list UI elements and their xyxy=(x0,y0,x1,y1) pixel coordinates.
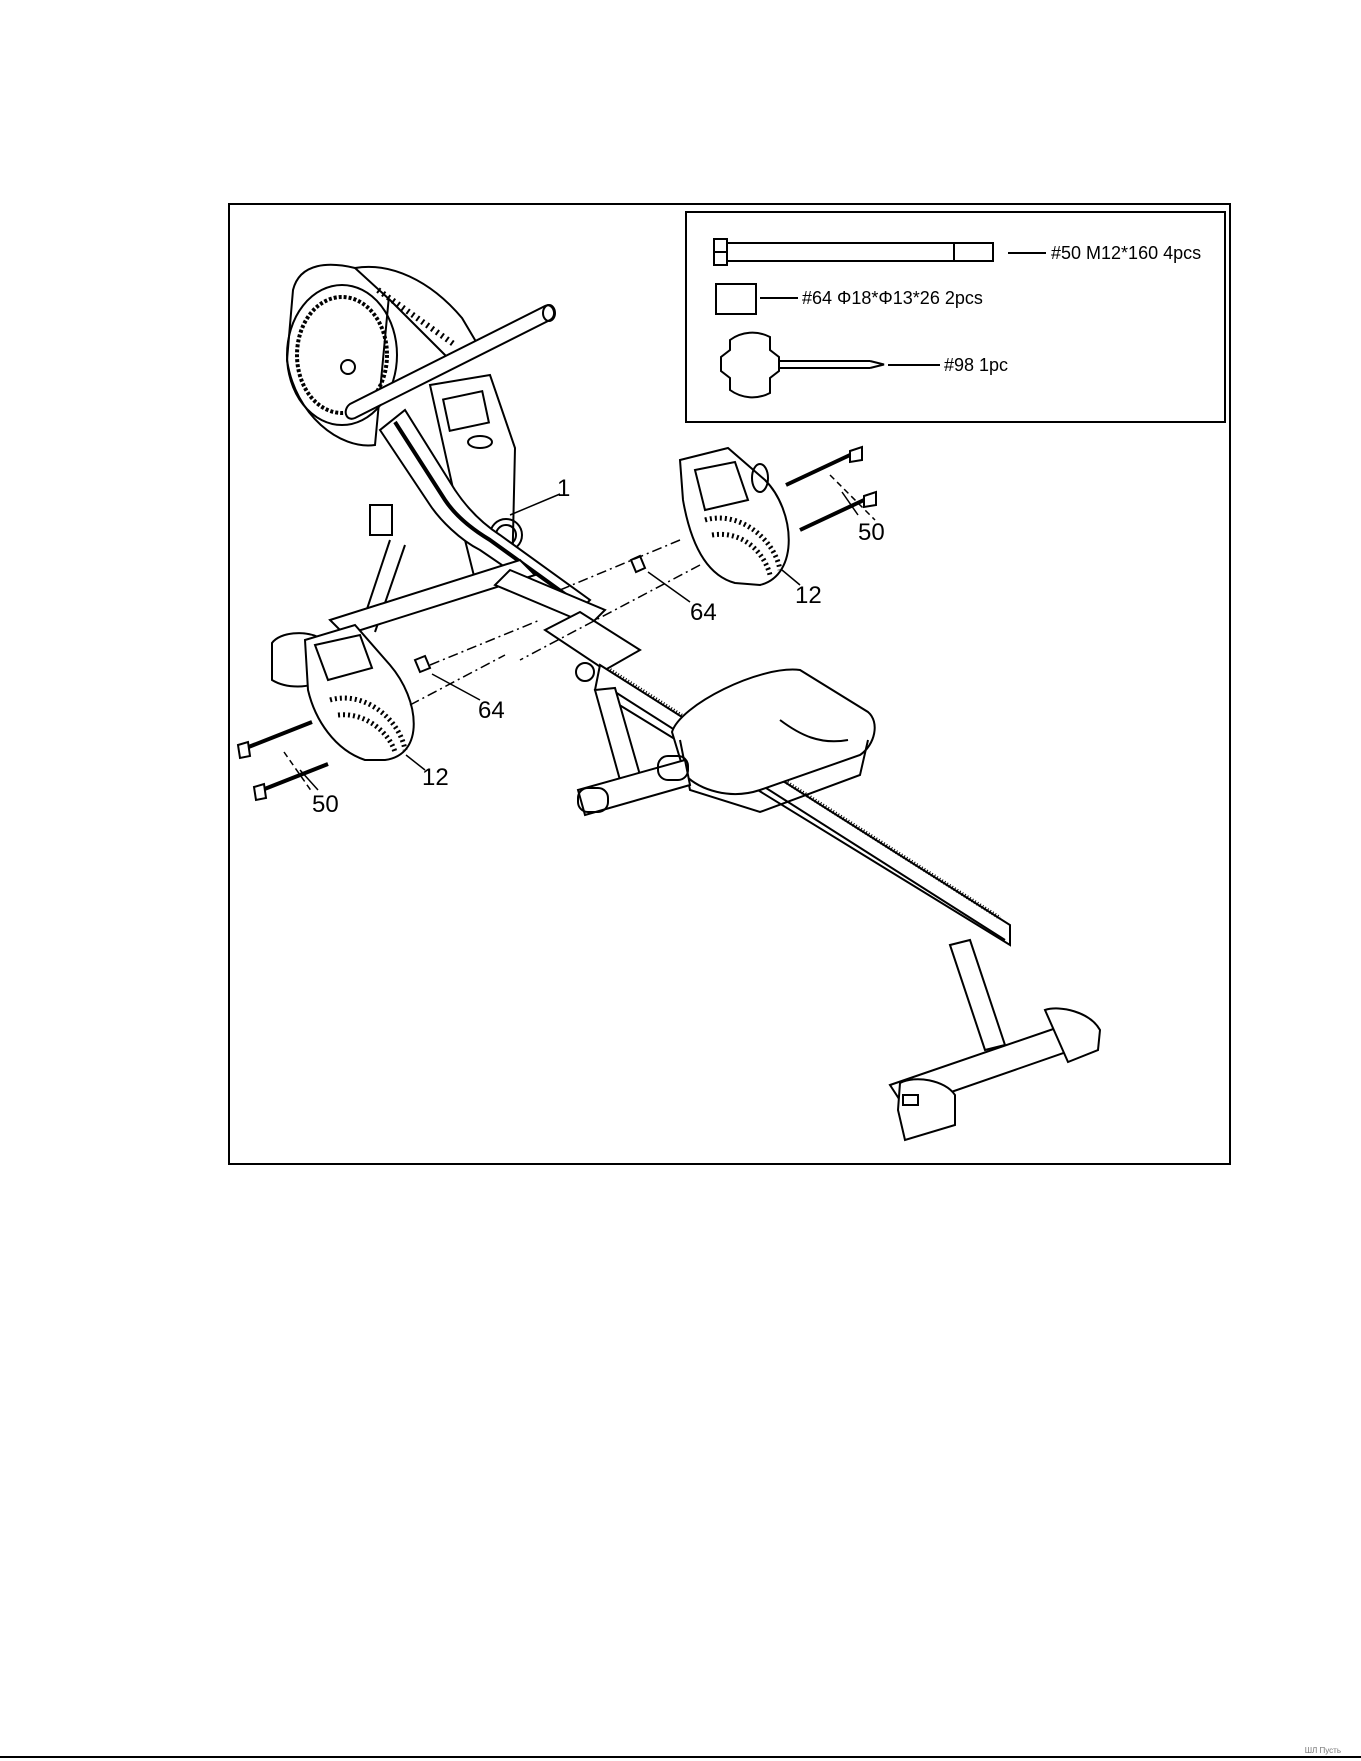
rear-stabilizer xyxy=(890,940,1100,1140)
callout-bolts-left: 50 xyxy=(312,791,339,818)
bolts-left xyxy=(238,722,328,800)
callout-bolts-right: 50 xyxy=(858,519,885,546)
corner-note: ШЛ Пусть xyxy=(1305,1746,1341,1755)
callout-main-frame: 1 xyxy=(557,475,570,502)
bolt-label: #50 M12*160 4pcs xyxy=(1051,243,1201,263)
callout-pedal-left: 12 xyxy=(422,764,449,791)
pedal-left xyxy=(305,625,414,760)
pedal-right xyxy=(680,448,789,585)
assembly-guides xyxy=(410,540,700,705)
callout-pedal-right: 12 xyxy=(795,582,822,609)
page-bottom-rule xyxy=(0,1756,1361,1758)
wrench-label: #98 1pc xyxy=(944,355,1008,375)
spacer-label: #64 Φ18*Φ13*26 2pcs xyxy=(802,288,983,308)
callout-spacer-left: 64 xyxy=(478,697,505,724)
spacer-right xyxy=(631,556,645,572)
bolts-right xyxy=(786,447,876,530)
callout-spacer-right: 64 xyxy=(690,599,717,626)
spacer-left xyxy=(415,656,430,672)
